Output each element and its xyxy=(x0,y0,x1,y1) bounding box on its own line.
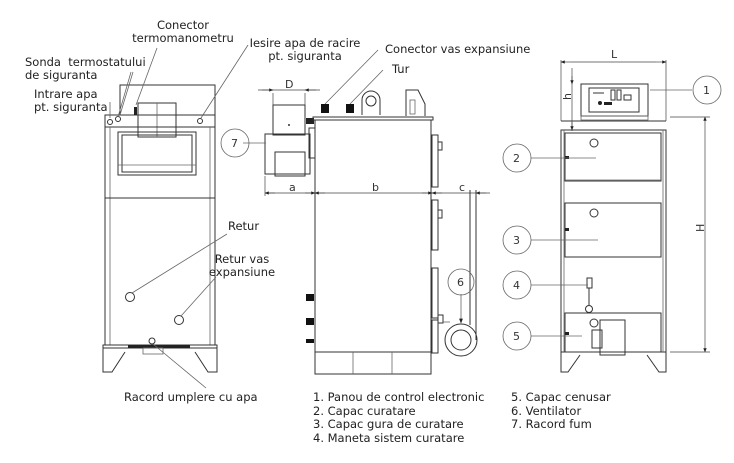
label-tur: Tur xyxy=(392,62,410,76)
svg-text:6: 6 xyxy=(457,276,464,289)
label-intrare-apa: Intrare apa pt. siguranta xyxy=(34,88,108,114)
rear-view xyxy=(102,84,218,373)
rear-view-leaders xyxy=(109,44,249,389)
side-view xyxy=(264,89,478,375)
label-line: pt. siguranta xyxy=(268,49,342,63)
label-retur: Retur xyxy=(228,219,260,233)
label-retur-vas: Retur vas expansiune xyxy=(208,253,276,279)
label-line: pt. siguranta xyxy=(34,100,108,114)
label-conector-vas: Conector vas expansiune xyxy=(385,42,531,56)
label-line: termomanometru xyxy=(132,31,234,45)
front-view-dimensions xyxy=(560,60,710,353)
dim-a: a xyxy=(289,181,296,194)
callout-7: 7 xyxy=(220,128,250,158)
dim-c: c xyxy=(459,181,465,194)
svg-text:3: 3 xyxy=(513,234,520,247)
side-view-leaders xyxy=(243,49,463,324)
front-view-leaders xyxy=(531,89,692,337)
legend-item: 2. Capac curatare xyxy=(313,403,416,418)
legend-item: 1. Panou de control electronic xyxy=(313,390,485,404)
dim-h: h xyxy=(561,93,574,100)
callout-5: 5 xyxy=(502,321,532,351)
label-racord-umplere: Racord umplere cu apa xyxy=(124,390,258,404)
svg-text:4: 4 xyxy=(513,279,520,292)
legend-item: 4. Maneta sistem curatare xyxy=(313,430,465,445)
callout-4: 4 xyxy=(502,270,532,300)
legend-item: 3. Capac gura de curatare xyxy=(313,417,464,431)
legend-column-1: 1. Panou de control electronic 2. Capac … xyxy=(313,390,485,445)
label-line: Retur vas xyxy=(214,252,270,266)
label-line: de siguranta xyxy=(25,68,98,82)
front-view xyxy=(560,83,667,373)
svg-text:1: 1 xyxy=(703,84,710,97)
callout-6: 6 xyxy=(447,268,475,296)
label-line: Iesire apa de racire xyxy=(249,36,361,50)
svg-text:2: 2 xyxy=(513,152,520,165)
callout-1: 1 xyxy=(692,75,722,105)
label-iesire-apa: Iesire apa de racire pt. siguranta xyxy=(245,37,365,63)
label-sonda-termostat: Sonda termostatului de siguranta xyxy=(25,56,146,82)
label-line: Intrare apa xyxy=(34,87,98,101)
callout-3: 3 xyxy=(502,225,532,255)
legend-column-2: 5. Capac cenusar 6. Ventilator 7. Racord… xyxy=(511,390,611,432)
dim-D: D xyxy=(285,78,293,91)
legend-item: 6. Ventilator xyxy=(511,403,582,418)
svg-text:7: 7 xyxy=(231,137,238,150)
dim-b: b xyxy=(372,181,379,194)
svg-text:5: 5 xyxy=(513,330,520,343)
label-conector-termomanometru: Conector termomanometru xyxy=(128,19,238,45)
label-line: Conector xyxy=(156,18,210,32)
dim-L: L xyxy=(611,48,618,61)
label-line: expansiune xyxy=(208,265,276,279)
side-view-dimensions xyxy=(258,88,490,196)
label-line: Sonda termostatului xyxy=(25,55,146,69)
legend-item: 7. Racord fum xyxy=(511,417,592,431)
legend-item: 5. Capac cenusar xyxy=(511,390,611,404)
callout-2: 2 xyxy=(502,143,532,173)
dim-H: H xyxy=(694,224,707,232)
